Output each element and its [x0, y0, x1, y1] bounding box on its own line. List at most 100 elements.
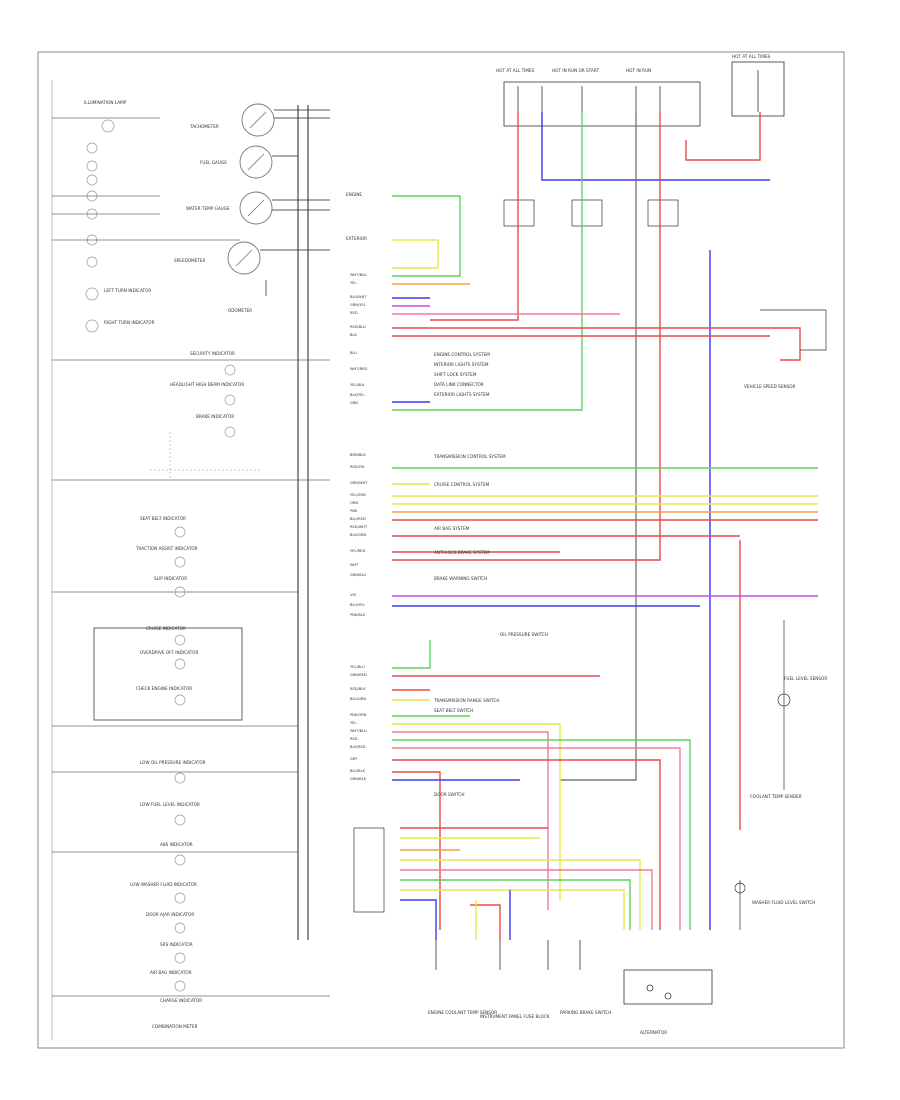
- svg-text:RED: RED: [350, 737, 358, 741]
- svg-text:RED/YEL: RED/YEL: [350, 465, 365, 469]
- indicator-list: SECURITY INDICATOR HEADLIGHT HIGH BEAM I…: [93, 351, 244, 1003]
- indicator-high-beam-icon: [224, 394, 236, 406]
- sys-dlc: DATA LINK CONNECTOR: [434, 382, 484, 387]
- indicator-high-beam: HEADLIGHT HIGH BEAM INDICATOR: [170, 382, 244, 387]
- svg-text:RED/BLK: RED/BLK: [350, 687, 366, 691]
- conn-label-engine: ENGINE: [346, 192, 362, 197]
- fuse-label-3: HOT IN RUN: [626, 68, 651, 73]
- svg-text:VIO: VIO: [350, 593, 357, 597]
- indicator-brake: BRAKE INDICATOR: [196, 414, 234, 419]
- speedometer-gauge-icon: [227, 241, 261, 275]
- sys-shift-lock: SHIFT LOCK SYSTEM: [434, 372, 477, 377]
- svg-text:ORN: ORN: [350, 501, 358, 505]
- right-components: VEHICLE SPEED SENSOR FUEL LEVEL SENSOR C…: [734, 309, 827, 930]
- fuse-label-2: HOT IN RUN OR START: [552, 68, 599, 73]
- indicator-abs-icon: [174, 854, 186, 866]
- bottom-alternator: ALTERNATOR: [640, 1030, 667, 1035]
- wire-color-list-b: BRN/BLK RED/YEL GRN/WHT YEL/GRN ORN PNK …: [350, 453, 368, 617]
- indicator-oil-pressure: LOW OIL PRESSURE INDICATOR: [140, 760, 206, 765]
- right-vss: VEHICLE SPEED SENSOR: [744, 384, 796, 389]
- indicator-washer: LOW WASHER FLUID INDICATOR: [130, 882, 197, 887]
- indicator-check-engine: CHECK ENGINE INDICATOR: [136, 686, 192, 691]
- indicator-washer-icon: [174, 892, 186, 904]
- svg-text:BLK/YEL: BLK/YEL: [350, 393, 365, 397]
- svg-text:BLU/YEL: BLU/YEL: [350, 603, 365, 607]
- indicator-check-engine-icon: [174, 694, 186, 706]
- sys-abs: ANTI-LOCK BRAKE SYSTEM: [434, 550, 490, 555]
- odometer-label: ODOMETER: [228, 308, 252, 313]
- fuse-label-4: HOT AT ALL TIMES: [732, 54, 771, 59]
- fuel-gauge-label: FUEL GAUGE: [200, 160, 227, 165]
- sys-trans-range: TRANSMISSION RANGE SWITCH: [433, 698, 500, 703]
- wire-gray-1: [560, 112, 637, 781]
- wire-pink-1: [541, 112, 770, 181]
- indicator-slip: SLIP INDICATOR: [154, 576, 187, 581]
- indicator-overdrive-icon: [174, 658, 186, 670]
- svg-text:BLU/WHT: BLU/WHT: [350, 295, 367, 299]
- indicator-low-fuel-icon: [174, 814, 186, 826]
- right-turn-label: RIGHT TURN INDICATOR: [104, 320, 155, 325]
- svg-text:GRN/RED: GRN/RED: [350, 673, 367, 677]
- svg-text:BRN/BLK: BRN/BLK: [350, 453, 366, 457]
- sys-door-switch: DOOR SWITCH: [434, 792, 464, 797]
- tachometer-label: TACHOMETER: [189, 124, 219, 129]
- sys-interior-lights: INTERIOR LIGHTS SYSTEM: [434, 362, 489, 367]
- svg-text:PNK/BLK: PNK/BLK: [350, 613, 366, 617]
- svg-text:GRY: GRY: [350, 757, 358, 761]
- sys-engine-control: ENGINE CONTROL SYSTEM: [434, 352, 490, 357]
- svg-text:BLK/RED: BLK/RED: [350, 745, 366, 749]
- svg-text:GRN/BLU: GRN/BLU: [350, 573, 366, 577]
- sys-cruise: CRUISE CONTROL SYSTEM: [434, 482, 490, 487]
- bottom-ip-fuse: INSTRUMENT PANEL FUSE BLOCK: [480, 1014, 550, 1019]
- svg-text:YEL/RED: YEL/RED: [350, 549, 365, 553]
- right-washer-switch: WASHER FLUID LEVEL SWITCH: [752, 900, 815, 905]
- diagram-frame: [37, 51, 845, 1049]
- combination-meter-section: ILLUMINATION LAMP LEFT TURN INDICATOR RI…: [51, 80, 330, 1040]
- illumination-lamp-icon: [101, 119, 115, 133]
- svg-text:WHT: WHT: [350, 563, 359, 567]
- indicator-abs: ABS INDICATOR: [160, 842, 193, 847]
- wire-red-2: [392, 112, 661, 561]
- top-fuse-section: HOT AT ALL TIMES HOT IN RUN OR START HOT…: [496, 54, 785, 227]
- indicator-air-bag: AIR BAG INDICATOR: [150, 970, 192, 975]
- indicator-door-ajar: DOOR AJAR INDICATOR: [146, 912, 194, 917]
- svg-text:YEL/GRN: YEL/GRN: [350, 493, 366, 497]
- wires: [392, 112, 818, 940]
- left-turn-indicator-icon: [85, 287, 99, 301]
- svg-text:BLK: BLK: [350, 333, 357, 337]
- indicator-srs: SRS INDICATOR: [160, 942, 193, 947]
- svg-text:BLK/GRN: BLK/GRN: [350, 533, 366, 537]
- indicator-cruise: CRUISE INDICATOR: [146, 626, 186, 631]
- fuel-gauge-icon: [239, 145, 273, 179]
- indicator-overdrive: OVERDRIVE OFF INDICATOR: [140, 650, 198, 655]
- indicator-seat-belt-icon: [174, 526, 186, 538]
- water-temp-gauge-icon: [239, 191, 273, 225]
- svg-text:WHT/RED: WHT/RED: [350, 367, 367, 371]
- bottom-meter-label: COMBINATION METER: [152, 1024, 198, 1029]
- svg-text:RED: RED: [350, 311, 358, 315]
- fuse-label-1: HOT AT ALL TIMES: [496, 68, 535, 73]
- svg-text:WHT/BLK: WHT/BLK: [350, 273, 367, 277]
- left-turn-label: LEFT TURN INDICATOR: [104, 288, 151, 293]
- wire-red-3: [685, 112, 761, 161]
- indicator-seat-belt: SEAT BELT INDICATOR: [140, 516, 186, 521]
- bottom-pbrake: PARKING BRAKE SWITCH: [560, 1010, 611, 1015]
- lamp-bulbs: [86, 142, 98, 268]
- svg-text:YEL: YEL: [350, 721, 356, 725]
- svg-text:GRN/WHT: GRN/WHT: [350, 481, 368, 485]
- svg-text:GRN/YEL: GRN/YEL: [350, 303, 366, 307]
- tachometer-gauge-icon: [241, 103, 275, 137]
- wire-red-1: [430, 112, 519, 321]
- indicator-low-fuel: LOW FUEL LEVEL INDICATOR: [140, 802, 200, 807]
- indicator-slip-icon: [174, 586, 186, 598]
- svg-text:YEL/BLU: YEL/BLU: [350, 665, 365, 669]
- indicator-traction: TRACTION ASSIST INDICATOR: [135, 546, 198, 551]
- indicator-oil-pressure-icon: [174, 772, 186, 784]
- svg-text:GRN: GRN: [350, 401, 358, 405]
- illumination-label: ILLUMINATION LAMP: [84, 100, 127, 105]
- svg-text:BLU/RED: BLU/RED: [350, 517, 366, 521]
- indicator-brake-icon: [224, 426, 236, 438]
- svg-text:RED/BLU: RED/BLU: [350, 325, 366, 329]
- indicator-door-ajar-icon: [174, 922, 186, 934]
